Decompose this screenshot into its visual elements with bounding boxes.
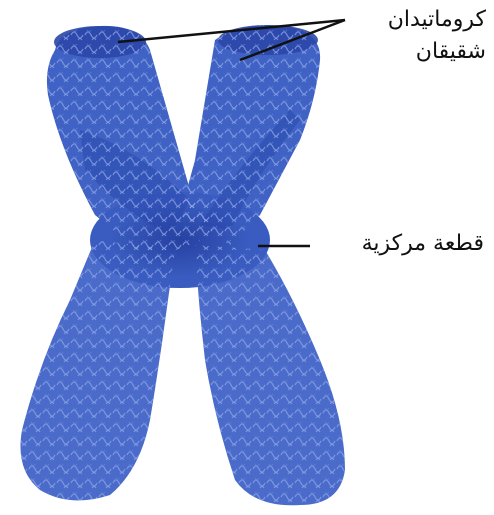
chromosome <box>20 25 345 505</box>
sister-chromatids-label-line2: شقيقان <box>388 36 486 68</box>
sister-chromatids-label-line1: كروماتيدان <box>388 4 486 36</box>
sister-chromatids-label: كروماتيدان شقيقان <box>388 4 486 68</box>
centromere-label: قطعة مركزية <box>362 228 484 260</box>
